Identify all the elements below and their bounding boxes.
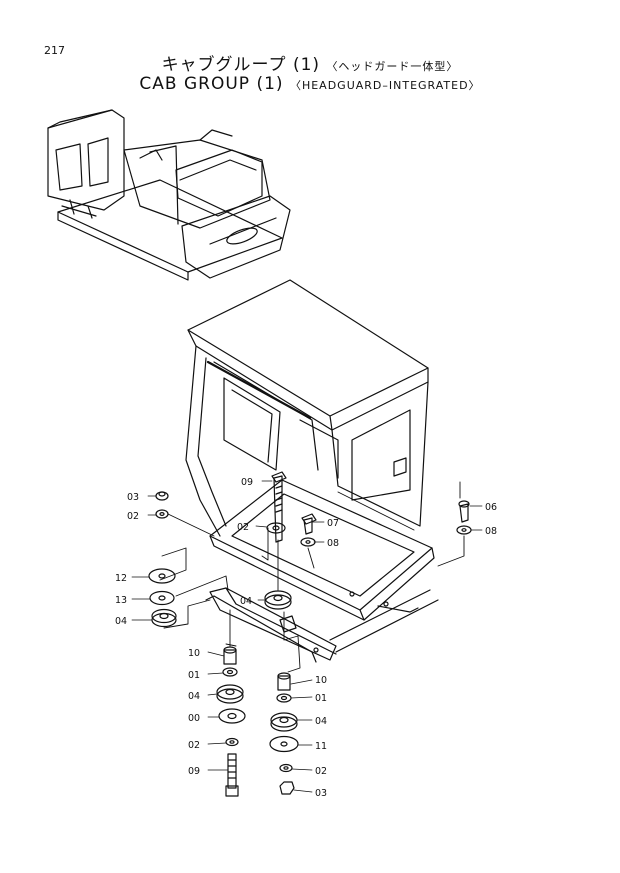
callout-10-left: 10 [188, 648, 200, 659]
callout-04-center: 04 [240, 596, 252, 607]
frame-rail [205, 587, 439, 663]
callout-02-center: 02 [237, 522, 249, 533]
title-english-sub: 〈HEADGUARD–INTEGRATED〉 [289, 79, 481, 92]
leader-lines [131, 480, 483, 793]
page-number: 217 [44, 44, 65, 57]
callout-07: 07 [327, 518, 339, 529]
callout-09-lower: 09 [188, 766, 200, 777]
assembly-lines [159, 481, 465, 673]
hardware-parts [148, 471, 472, 797]
callout-13: 13 [115, 595, 127, 606]
cab-body [185, 279, 429, 537]
callout-03-left: 03 [127, 492, 139, 503]
callout-00: 00 [188, 713, 200, 724]
callout-01-right: 01 [315, 693, 327, 704]
callout-01-left: 01 [188, 670, 200, 681]
callout-08-center: 08 [327, 538, 339, 549]
title-japanese-main: キャブグループ (1) [161, 55, 321, 75]
callout-04-left: 04 [115, 616, 127, 627]
callout-08-right: 08 [485, 526, 497, 537]
callout-10-right: 10 [315, 675, 327, 686]
callout-02-left: 02 [127, 511, 139, 522]
title-japanese: キャブグループ (1) 〈ヘッドガード一体型〉 [0, 50, 620, 75]
callout-02-right: 02 [315, 766, 327, 777]
callout-02-lower-left: 02 [188, 740, 200, 751]
title-japanese-sub: 〈ヘッドガード一体型〉 [326, 60, 459, 73]
title-english: CAB GROUP (1) 〈HEADGUARD–INTEGRATED〉 [0, 74, 620, 94]
callouts: 09 03 02 02 07 08 06 08 12 13 04 04 10 0… [115, 477, 497, 799]
excavator-overview [47, 109, 291, 281]
callout-04-lower-left: 04 [188, 691, 200, 702]
title-english-main: CAB GROUP (1) [139, 74, 284, 94]
callout-09-top: 09 [241, 477, 253, 488]
callout-03-right: 03 [315, 788, 327, 799]
callout-12: 12 [115, 573, 127, 584]
callout-06: 06 [485, 502, 497, 513]
callout-11: 11 [315, 741, 327, 752]
callout-04-right: 04 [315, 716, 327, 727]
floor-frame [209, 479, 435, 621]
